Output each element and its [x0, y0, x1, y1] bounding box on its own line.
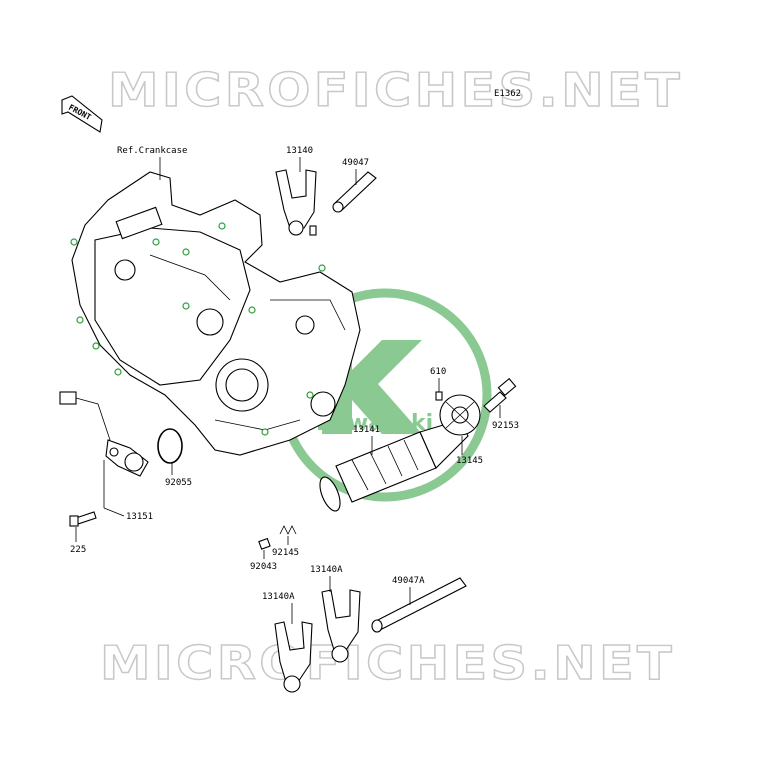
- shift-fork-13140: [275, 169, 317, 236]
- crankcase: [70, 171, 361, 456]
- shift-fork-13140A-left: [274, 621, 313, 693]
- label-49047A: 49047A: [392, 576, 425, 586]
- oring-92055: [157, 428, 183, 464]
- watermark-top: MICROFICHES.NET: [108, 63, 683, 117]
- label-13141: 13141: [353, 425, 380, 435]
- label-13140: 13140: [286, 146, 313, 156]
- pin-610: [435, 391, 443, 401]
- label-92043: 92043: [250, 562, 277, 572]
- sensor-13151: [59, 391, 149, 477]
- screw-225: [69, 511, 97, 527]
- label-610: 610: [430, 367, 446, 377]
- ref-crankcase-label: Ref.Crankcase: [117, 146, 187, 156]
- shift-shaft-49047: [332, 171, 377, 213]
- watermark-bottom: MICROFICHES.NET: [100, 636, 675, 690]
- label-13145: 13145: [456, 456, 483, 466]
- cam-13145: [439, 394, 481, 436]
- pin-92043: [258, 537, 271, 550]
- label-92145: 92145: [272, 548, 299, 558]
- label-92055: 92055: [165, 478, 192, 488]
- front-arrow-icon: FRONT: [61, 95, 103, 133]
- spring-92145: [279, 525, 297, 535]
- label-225: 225: [70, 545, 86, 555]
- bolt-92153: [483, 377, 517, 413]
- diagram-code: E1362: [494, 89, 521, 99]
- shift-shaft-49047A: [371, 577, 467, 633]
- label-92153: 92153: [492, 421, 519, 431]
- label-13140A-left: 13140A: [262, 592, 295, 602]
- label-13151: 13151: [126, 512, 153, 522]
- shift-fork-13140A-right: [321, 589, 361, 663]
- kawasaki-logo-text: Kawasaki: [316, 411, 433, 436]
- label-13140A-right: 13140A: [310, 565, 343, 575]
- label-49047: 49047: [342, 158, 369, 168]
